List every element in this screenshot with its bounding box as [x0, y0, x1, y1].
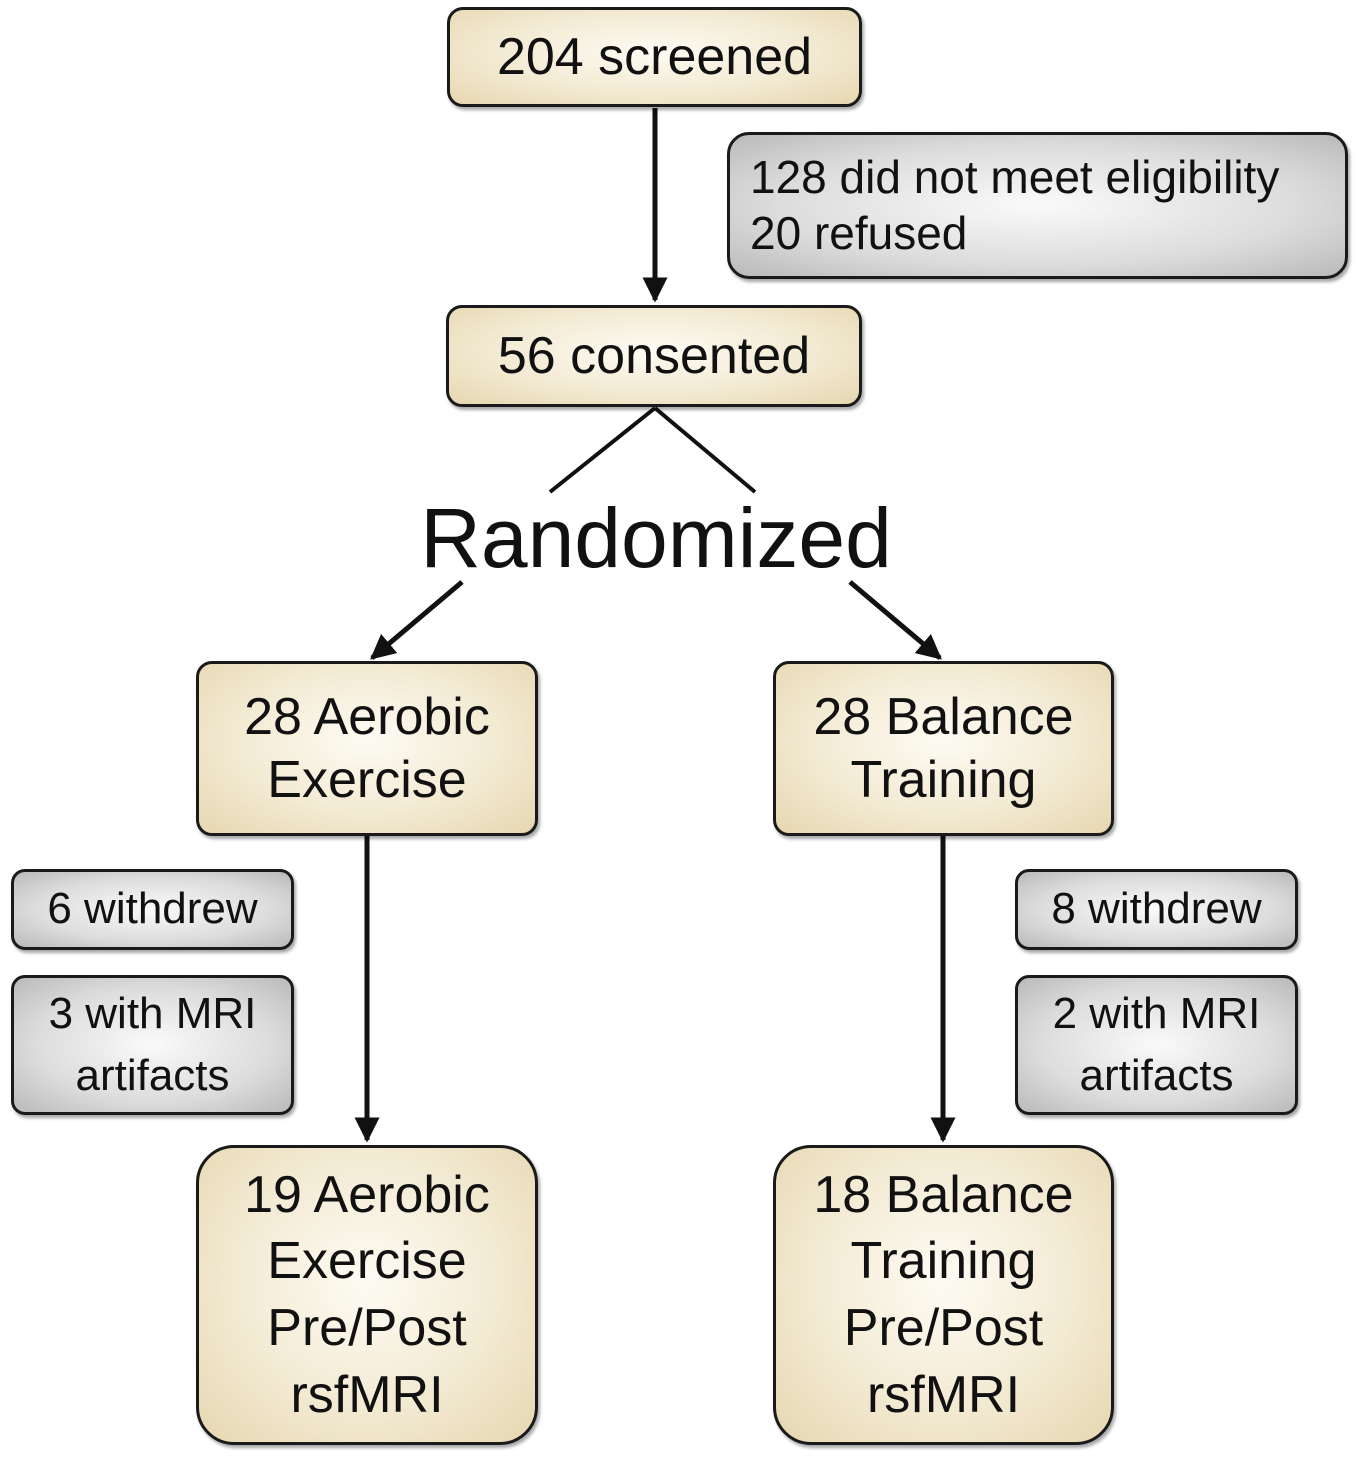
line-consented-to-randomized-right	[653, 406, 757, 494]
aerobic-final-line-1: 19 Aerobic	[244, 1165, 490, 1224]
balance-withdrew-box: 8 withdrew	[1015, 869, 1298, 950]
arrow-randomized-to-balance	[848, 580, 942, 660]
aerobic-arm-line-2: Exercise	[267, 750, 467, 809]
balance-final-line-3: Pre/Post	[843, 1299, 1044, 1357]
balance-withdrew-label: 8 withdrew	[1051, 884, 1262, 934]
balance-final-line-4: rsfMRI	[866, 1365, 1021, 1424]
aerobic-mri-box: 3 with MRI artifacts	[11, 975, 294, 1115]
excluded-box: 128 did not meet eligibility 20 refused	[727, 132, 1348, 279]
aerobic-arm-box: 28 Aerobic Exercise	[196, 661, 538, 836]
balance-arm-line-1: 28 Balance	[813, 688, 1074, 747]
consented-box: 56 consented	[446, 305, 862, 407]
aerobic-final-box: 19 Aerobic Exercise Pre/Post rsfMRI	[196, 1145, 538, 1445]
arrow-randomized-to-aerobic	[370, 580, 464, 660]
balance-final-box: 18 Balance Training Pre/Post rsfMRI	[773, 1145, 1114, 1445]
aerobic-final-line-3: Pre/Post	[267, 1299, 467, 1357]
aerobic-final-line-2: Exercise	[267, 1232, 467, 1291]
line-consented-to-randomized-left	[548, 406, 657, 494]
balance-arm-line-2: Training	[850, 750, 1037, 809]
balance-mri-line-1: 2 with MRI	[1052, 988, 1261, 1038]
randomized-label: Randomized	[420, 491, 892, 585]
aerobic-mri-line-1: 3 with MRI	[48, 988, 257, 1038]
balance-mri-box: 2 with MRI artifacts	[1015, 975, 1298, 1115]
balance-arm-box: 28 Balance Training	[773, 661, 1114, 836]
aerobic-final-line-4: rsfMRI	[290, 1365, 444, 1424]
consented-label: 56 consented	[497, 326, 811, 385]
balance-final-line-1: 18 Balance	[813, 1165, 1074, 1224]
screened-box: 204 screened	[447, 7, 862, 107]
balance-mri-line-2: artifacts	[1079, 1051, 1234, 1100]
aerobic-withdrew-label: 6 withdrew	[47, 884, 258, 934]
aerobic-withdrew-box: 6 withdrew	[11, 869, 294, 950]
excluded-ineligible-label: 128 did not meet eligibility	[750, 151, 1280, 204]
aerobic-arm-line-1: 28 Aerobic	[244, 688, 490, 747]
balance-final-line-2: Training	[850, 1232, 1037, 1291]
screened-label: 204 screened	[496, 27, 813, 86]
aerobic-mri-line-2: artifacts	[75, 1051, 230, 1100]
excluded-refused-label: 20 refused	[750, 206, 968, 259]
